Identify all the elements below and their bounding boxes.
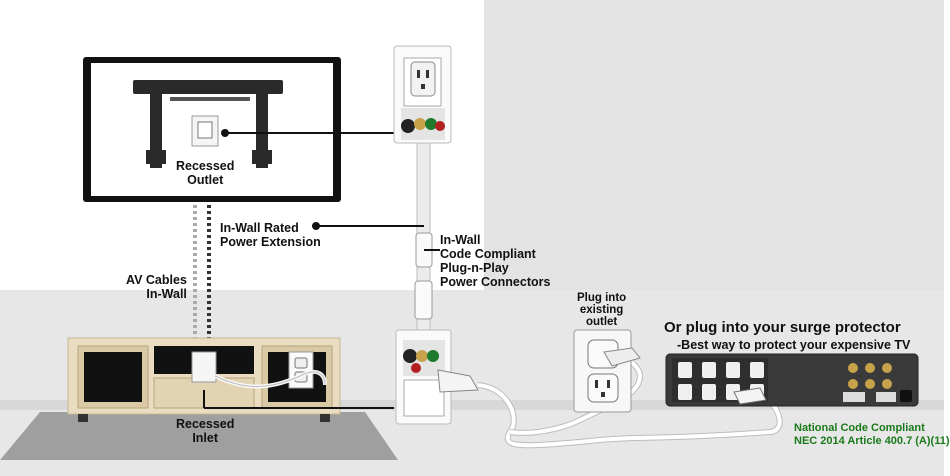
plug-existing-label: Plug into existing outlet — [577, 292, 627, 328]
recessed-outlet-label: Recessed Outlet — [176, 159, 235, 187]
cabinet-recessed-inlet — [191, 351, 217, 383]
lower-wall-plate — [395, 329, 479, 425]
surge-title-label: Or plug into your surge protector — [664, 319, 901, 336]
av-cables-label: AV Cables In-Wall — [126, 273, 187, 301]
upper-wall-plate — [393, 45, 452, 144]
inlet-plug — [437, 369, 479, 393]
existing-wall-outlet — [573, 329, 641, 413]
compliance-line1-label: National Code Compliant — [794, 422, 925, 434]
code-compliant-label: In-Wall Code Compliant Plug-n-Play Power… — [440, 233, 551, 289]
floor-shadow — [0, 412, 398, 460]
in-wall-rated-label: In-Wall Rated Power Extension — [220, 221, 321, 249]
surge-protector — [665, 353, 919, 407]
recessed-inlet-label: Recessed Inlet — [176, 417, 235, 445]
power-connector-lower — [414, 280, 433, 320]
baseboard — [0, 400, 944, 410]
media-cabinet — [67, 337, 394, 422]
surge-subtitle-label: -Best way to protect your expensive TV — [677, 338, 911, 352]
compliance-line2-label: NEC 2014 Article 400.7 (A)(11) — [794, 435, 950, 447]
tv — [83, 57, 395, 202]
cord-to-surge — [477, 383, 782, 448]
cabinet-outlet — [288, 351, 314, 389]
tv-mount-bracket — [133, 80, 283, 168]
